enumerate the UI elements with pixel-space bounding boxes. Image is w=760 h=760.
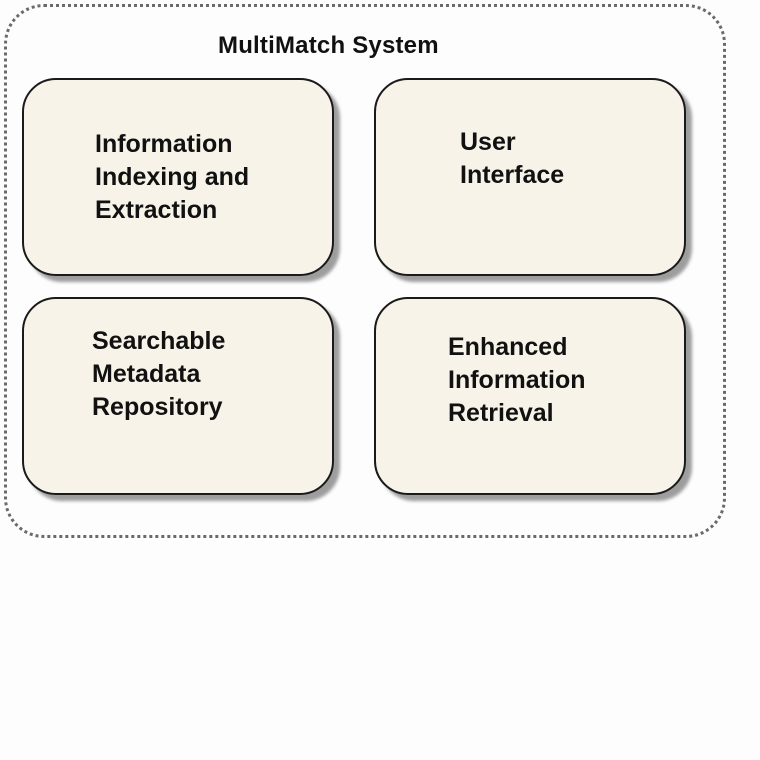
component-label: Enhanced Information Retrieval xyxy=(448,333,586,427)
component-information-indexing-extraction: Information Indexing and Extraction xyxy=(22,78,334,276)
component-label: Information Indexing and Extraction xyxy=(95,130,250,224)
component-user-interface: User Interface xyxy=(374,78,686,276)
system-boundary xyxy=(4,4,726,538)
component-label: Searchable Metadata Repository xyxy=(92,327,226,421)
component-searchable-metadata-repository: Searchable Metadata Repository xyxy=(22,297,334,495)
component-enhanced-information-retrieval: Enhanced Information Retrieval xyxy=(374,297,686,495)
system-title: MultiMatch System xyxy=(218,32,439,59)
component-label: User Interface xyxy=(460,128,565,189)
